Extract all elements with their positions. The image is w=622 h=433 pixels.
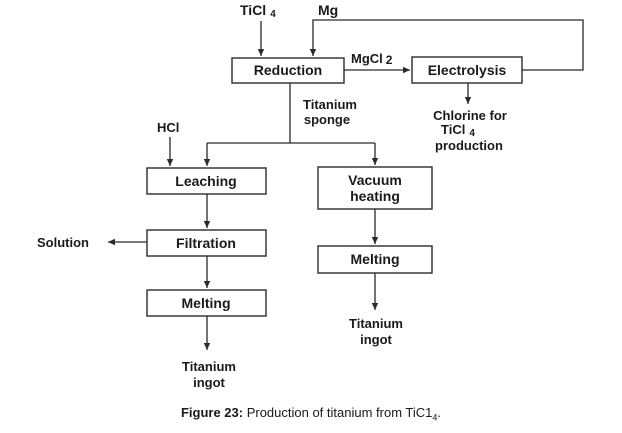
vacuum-heating-label: Vacuum: [348, 172, 402, 188]
chlorine-production-label: production: [435, 138, 503, 153]
filtration-box: [146, 229, 267, 257]
arrow-mg-recycle: [309, 19, 584, 71]
figure-caption-label: Figure 23:: [180, 405, 244, 420]
titanium-sponge-label: Titanium: [303, 97, 357, 112]
chlorine-output-label: Chlorine for: [433, 108, 507, 123]
leaching-label: Leaching: [175, 173, 236, 189]
figure-caption-text: Production of titanium from TiC1: [243, 405, 433, 420]
figure-caption: Figure 23: Production of titanium from T…: [0, 405, 622, 423]
figure-caption-end: .: [437, 405, 442, 420]
solution-output-label: Solution: [37, 235, 89, 250]
melting-right-label: Melting: [351, 251, 400, 267]
mg-input-label: Mg: [318, 2, 338, 18]
electrolysis-box: [411, 56, 523, 84]
melting-right-box: [317, 245, 433, 274]
titanium-sponge-label-2: sponge: [304, 112, 350, 127]
titanium-ingot-right-label: Titanium: [349, 316, 403, 331]
hcl-input-label: HCl: [157, 120, 179, 135]
vacuum-heating-label-2: heating: [350, 188, 400, 204]
titanium-ingot-left-label: Titanium: [182, 359, 236, 374]
electrolysis-label: Electrolysis: [428, 62, 507, 78]
filtration-label: Filtration: [176, 235, 236, 251]
titanium-ingot-left-label-2: ingot: [193, 375, 225, 390]
melting-left-label: Melting: [182, 295, 231, 311]
figure-caption-subscript: 4: [432, 412, 438, 423]
titanium-ingot-right-label-2: ingot: [360, 332, 392, 347]
reduction-label: Reduction: [254, 62, 322, 78]
